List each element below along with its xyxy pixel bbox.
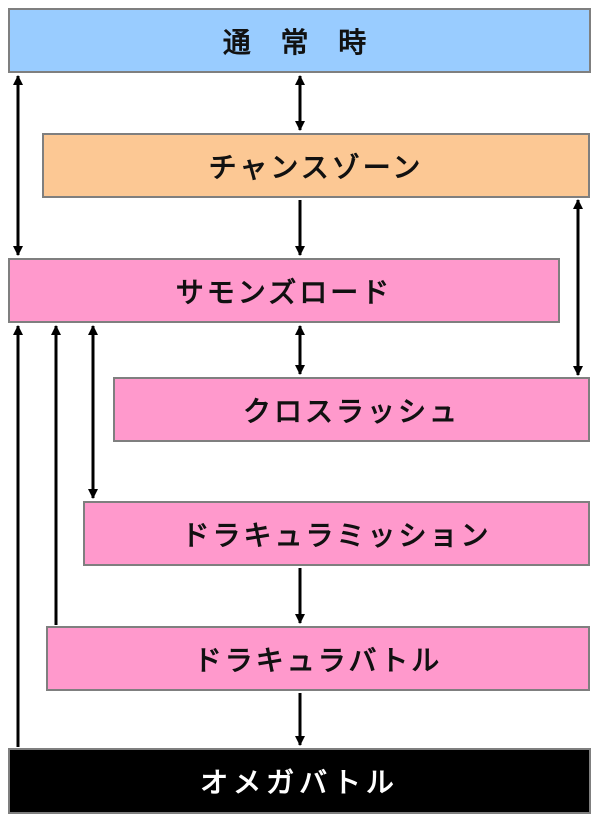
node-dracula-mission: ドラキュラミッション (83, 501, 590, 566)
node-dracula-battle: ドラキュラバトル (46, 626, 590, 691)
node-normal: 通 常 時 (8, 8, 591, 73)
node-summons-road: サモンズロード (8, 258, 560, 323)
node-omega-battle: オメガバトル (8, 748, 591, 814)
node-summons-road-label: サモンズロード (175, 275, 393, 309)
node-normal-label: 通 常 時 (222, 25, 377, 59)
node-cross-rush-label: クロスラッシュ (242, 394, 460, 428)
node-omega-battle-label: オメガバトル (200, 766, 399, 799)
node-chance-zone-label: チャンスゾーン (208, 150, 424, 184)
node-chance-zone: チャンスゾーン (42, 133, 590, 198)
node-dracula-battle-label: ドラキュラバトル (193, 643, 443, 677)
node-dracula-mission-label: ドラキュラミッション (181, 518, 492, 552)
node-cross-rush: クロスラッシュ (113, 377, 590, 442)
